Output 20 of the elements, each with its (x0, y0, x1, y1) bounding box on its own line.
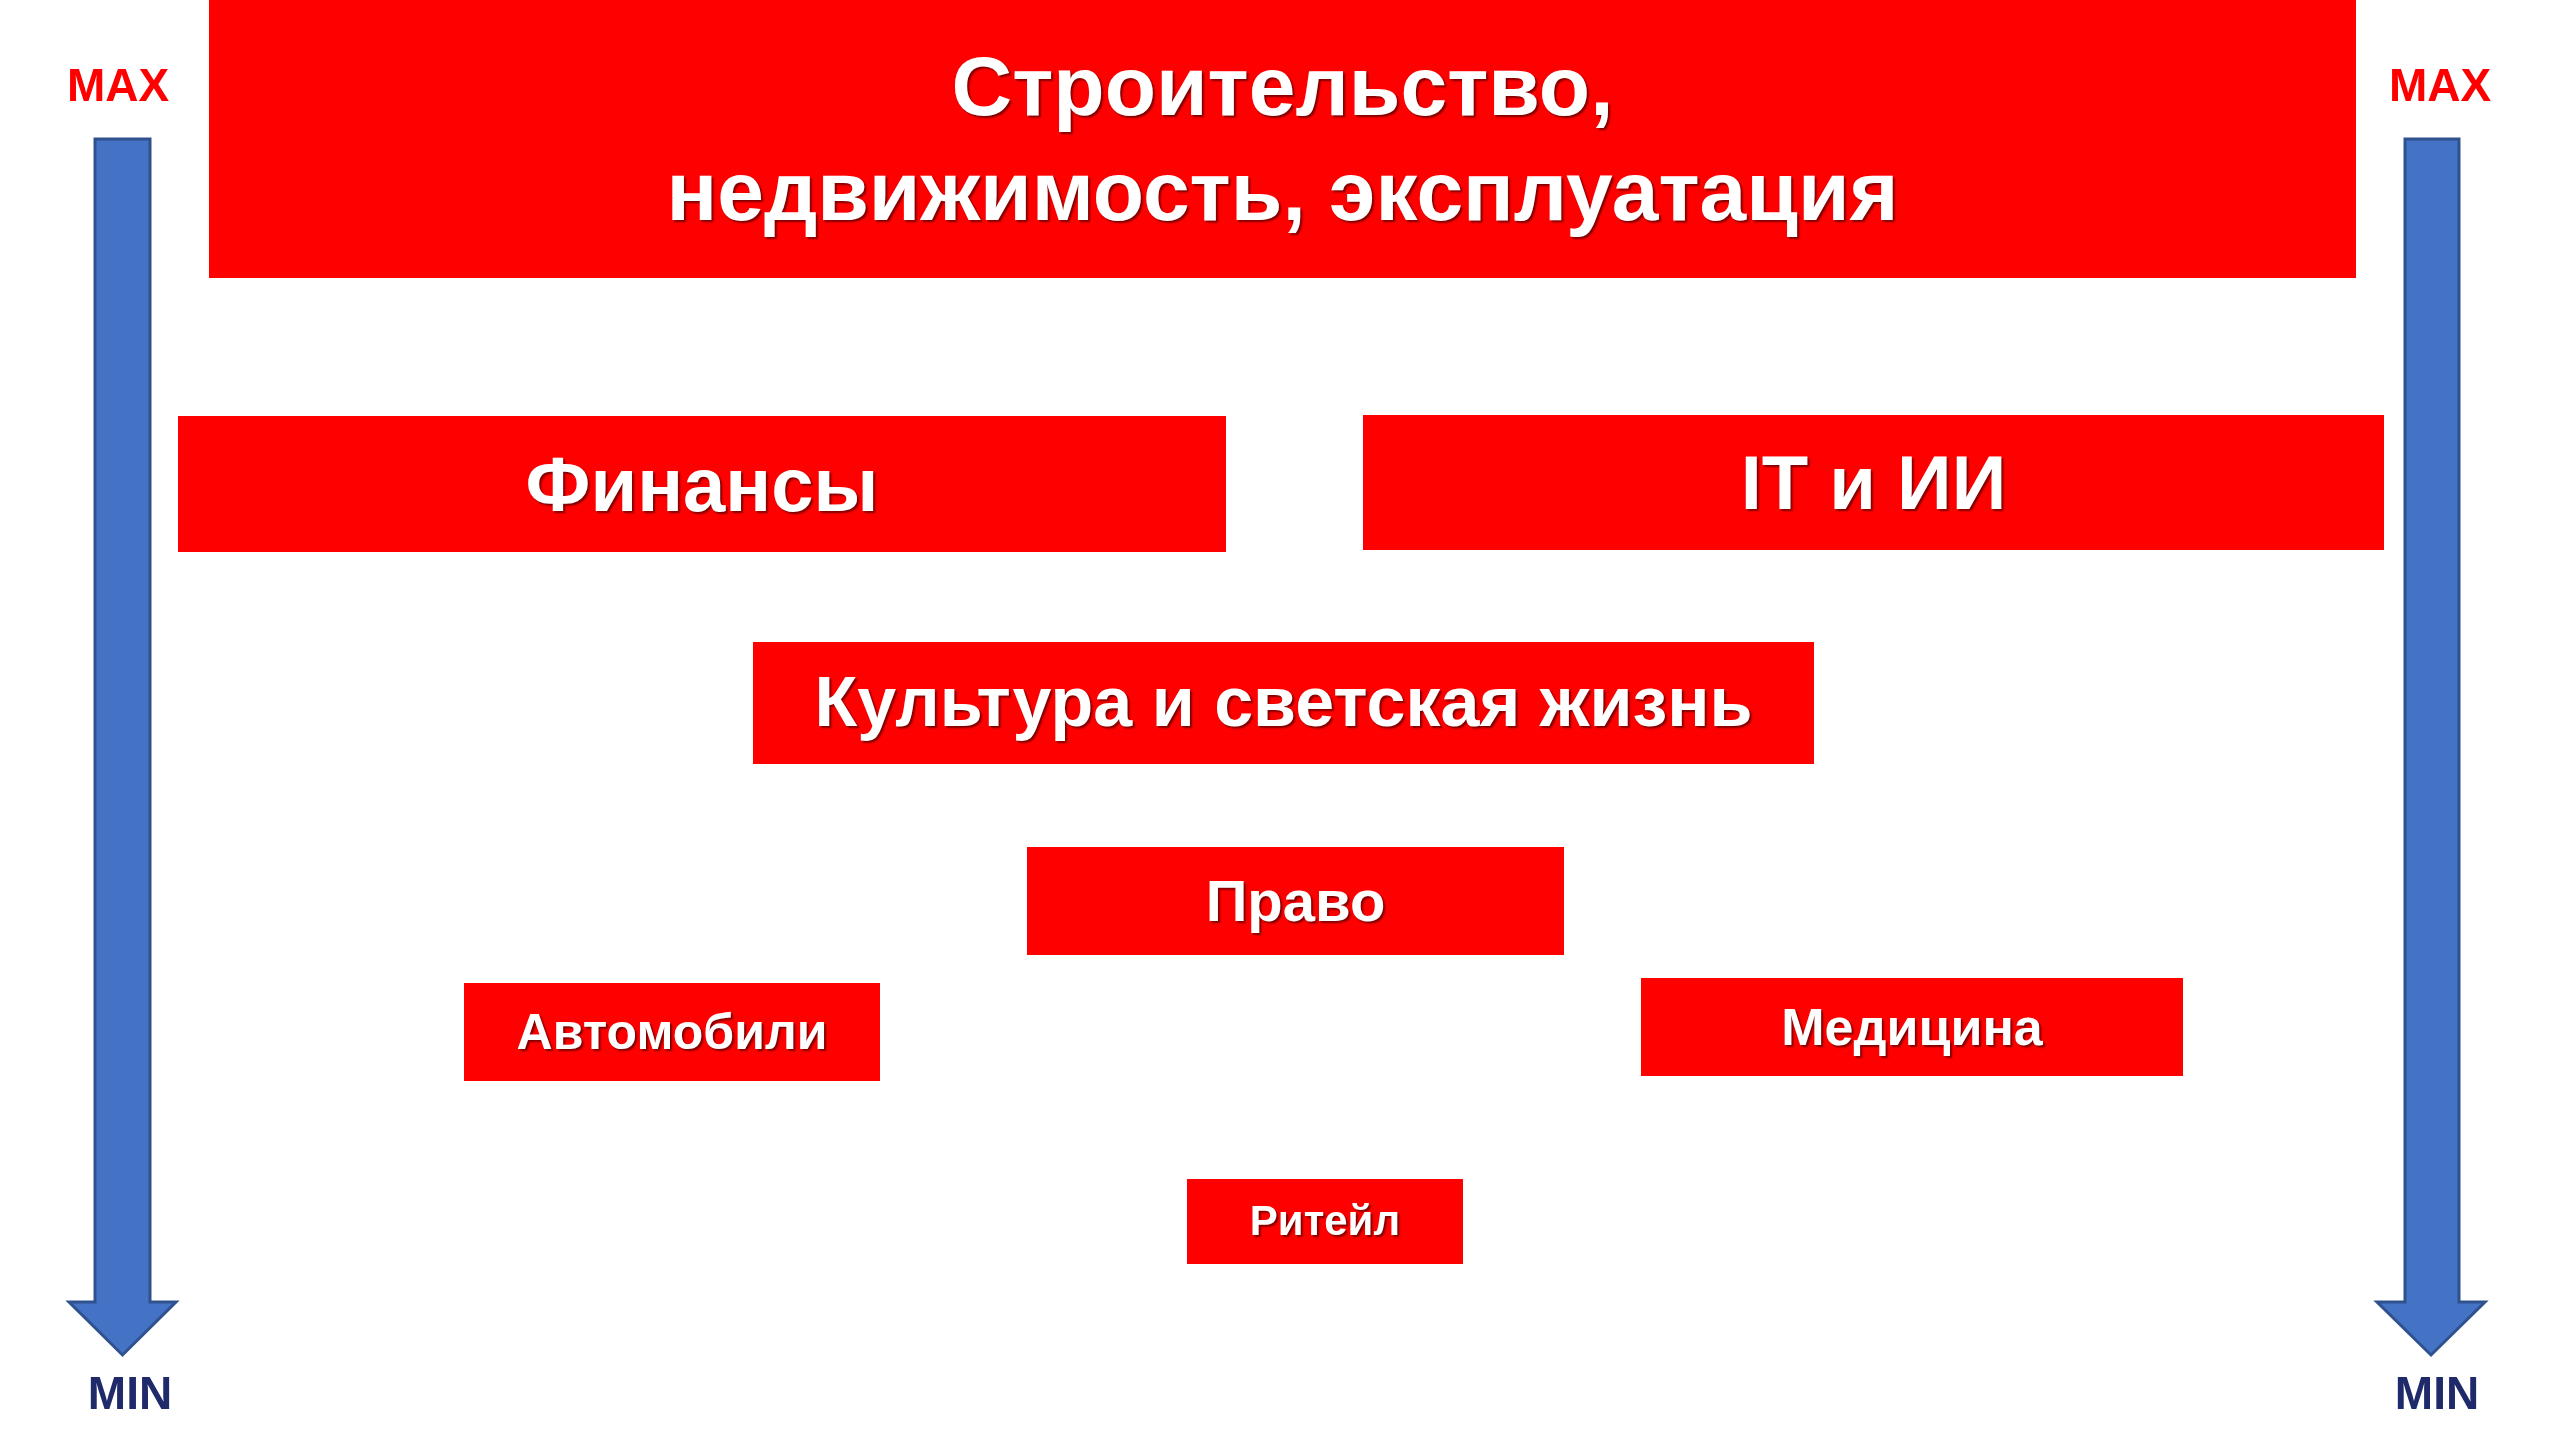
category-label: Финансы (525, 440, 879, 529)
scale-label: MAX (2388, 58, 2492, 112)
category-box (178, 416, 1226, 552)
scale-label: MAX (66, 58, 170, 112)
category-box (464, 983, 880, 1081)
category-box (1027, 847, 1564, 955)
category-label: Строительство, недвижимость, эксплуатация (665, 38, 1900, 240)
category-label: IT и ИИ (1740, 439, 2007, 527)
category-box (1641, 978, 2183, 1076)
scale-label: MIN (87, 1366, 173, 1420)
category-box (753, 642, 1814, 764)
scale-label: MIN (2394, 1366, 2480, 1420)
category-label: Ритейл (1249, 1196, 1401, 1247)
category-label: Право (1205, 866, 1386, 935)
category-label: Автомобили (516, 1002, 828, 1062)
category-box (209, 0, 2356, 278)
category-box (1363, 415, 2384, 550)
category-label: Культура и светская жизнь (814, 662, 1753, 744)
category-box (1187, 1179, 1463, 1264)
category-label: Медицина (1781, 996, 2043, 1058)
